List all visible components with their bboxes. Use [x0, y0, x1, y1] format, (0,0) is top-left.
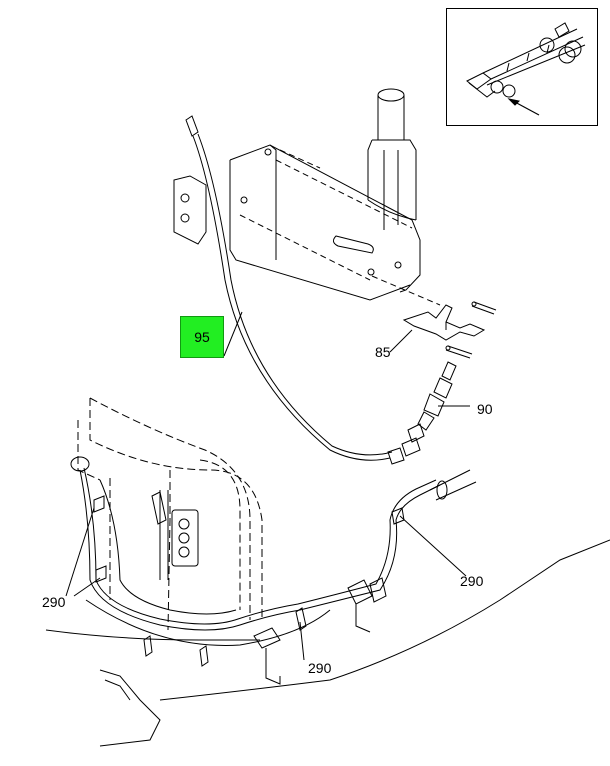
leader-lines — [66, 508, 466, 660]
bracket-85 — [390, 302, 496, 358]
harness-clips — [94, 496, 404, 684]
callout-290-bottom-label: 290 — [308, 660, 332, 676]
sensor-90 — [418, 362, 470, 430]
callout-95-highlight[interactable]: 95 — [180, 316, 224, 358]
locator-inset — [446, 8, 598, 126]
cab-body — [78, 398, 262, 630]
callout-95-label: 95 — [194, 329, 210, 345]
callout-290-left-label: 290 — [42, 594, 66, 610]
locator-drawing — [447, 9, 596, 124]
cable-95 — [186, 116, 424, 464]
callout-90-label: 90 — [477, 401, 493, 417]
cab-body-solid — [46, 540, 610, 746]
callout-290-right-label: 290 — [460, 573, 484, 589]
frame-bracket — [174, 89, 440, 305]
wire-harness — [71, 457, 476, 645]
callout-85-label: 85 — [375, 344, 391, 360]
connector-block — [152, 492, 198, 566]
